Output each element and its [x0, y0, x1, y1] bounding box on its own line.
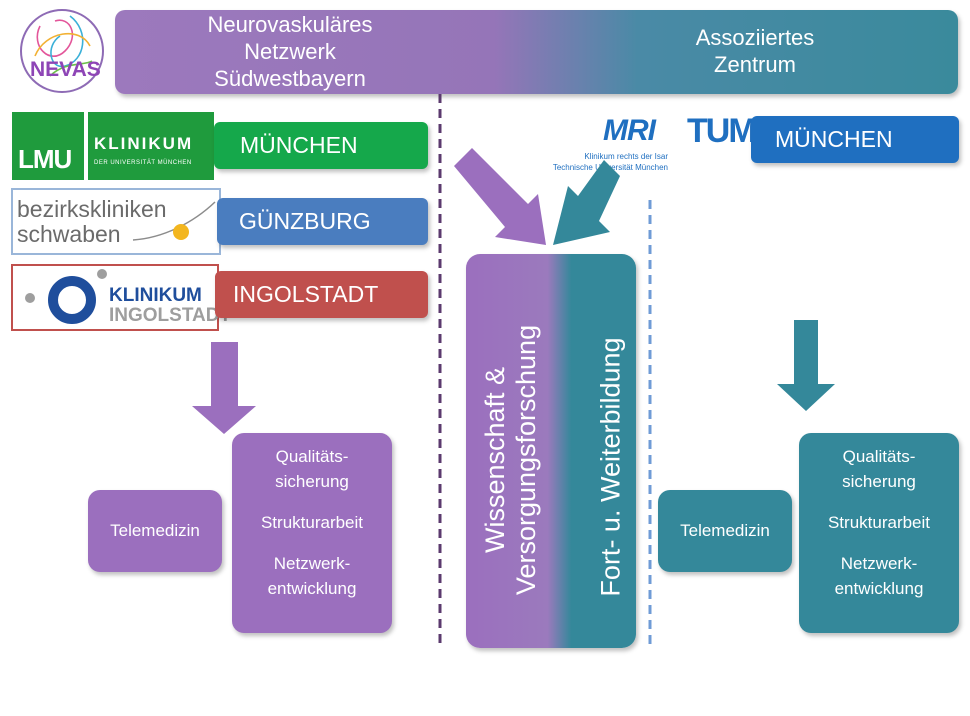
- bezirkskliniken-line2: schwaben: [17, 221, 121, 247]
- center-col1-line1: Wissenschaft &: [480, 366, 510, 554]
- arrow-left-down-icon: [192, 342, 256, 434]
- bezirkskliniken-logo: bezirkskliniken schwaben: [11, 188, 221, 255]
- city-bar-guenzburg: GÜNZBURG: [217, 198, 428, 245]
- city-label-guenzburg: GÜNZBURG: [239, 208, 371, 234]
- telemedizin-box-left: Telemedizin: [88, 490, 222, 572]
- city-label-muenchen: MÜNCHEN: [240, 132, 358, 158]
- ingolstadt-ring-icon: [25, 269, 107, 324]
- city-label-ingolstadt: INGOLSTADT: [233, 281, 379, 307]
- mri-logo-line1: Klinikum rechts der Isar: [584, 152, 668, 161]
- telemedizin-label-right: Telemedizin: [680, 521, 770, 540]
- lmu-logo-text: LMU: [18, 144, 72, 174]
- banner-left-line2: Netzwerk: [244, 39, 336, 64]
- banner-left-title: Neurovaskuläres Netzwerk Südwestbayern: [170, 11, 410, 92]
- city-label-muenchen-associated: MÜNCHEN: [775, 126, 893, 152]
- quality-box-right: Qualitäts- sicherung Strukturarbeit Netz…: [799, 433, 959, 633]
- nevas-logo: NEVAS: [10, 6, 112, 96]
- center-col1-text: Wissenschaft & Versorgungsforschung: [480, 325, 542, 595]
- structure-label-right: Strukturarbeit: [827, 513, 931, 532]
- banner-left-line1: Neurovaskuläres: [207, 12, 373, 37]
- telemedizin-label-left: Telemedizin: [110, 521, 200, 540]
- network-line2-left: entwicklung: [267, 579, 357, 598]
- arrow-diagonal-purple-icon: [454, 148, 546, 245]
- bezirkskliniken-line1: bezirkskliniken: [17, 196, 167, 222]
- tum-logo: TUM: [687, 112, 757, 150]
- nevas-logo-graphic: [20, 9, 104, 93]
- bezirkskliniken-swoosh-icon: [132, 201, 216, 241]
- network-line2-right: entwicklung: [834, 579, 924, 598]
- arrow-diagonal-teal-icon: [553, 160, 620, 245]
- banner-left-line3: Südwestbayern: [214, 66, 366, 91]
- banner-right-line2: Zentrum: [714, 52, 796, 77]
- city-bar-muenchen-associated: MÜNCHEN: [751, 116, 959, 163]
- city-bar-muenchen: MÜNCHEN: [214, 122, 428, 169]
- quality-line2-left: sicherung: [275, 472, 349, 491]
- quality-line1-right: Qualitäts-: [842, 447, 916, 466]
- structure-label-left: Strukturarbeit: [260, 513, 364, 532]
- city-bar-ingolstadt: INGOLSTADT: [215, 271, 428, 318]
- quality-box-left: Qualitäts- sicherung Strukturarbeit Netz…: [232, 433, 392, 633]
- nevas-logo-text: NEVAS: [30, 58, 101, 81]
- ingolstadt-logo-line2: INGOLSTADT: [109, 305, 232, 326]
- quality-line2-right: sicherung: [842, 472, 916, 491]
- lmu-logo: LMU: [12, 112, 84, 180]
- tum-logo-text: TUM: [687, 112, 757, 150]
- quality-line1-left: Qualitäts-: [275, 447, 349, 466]
- center-box: [466, 254, 636, 648]
- banner-right-title: Assoziiertes Zentrum: [640, 24, 870, 78]
- klinikum-lmu-name: KLINIKUM: [94, 134, 194, 153]
- center-col2-line: Fort- u. Weiterbildung: [595, 337, 626, 597]
- klinikum-ingolstadt-logo: KLINIKUM INGOLSTADT: [11, 264, 231, 331]
- header-banner: [115, 10, 958, 94]
- banner-right-line1: Assoziiertes: [695, 25, 815, 50]
- arrow-right-down-icon: [777, 320, 835, 411]
- center-col1-line2: Versorgungsforschung: [511, 324, 541, 596]
- network-line1-right: Netzwerk-: [840, 554, 918, 573]
- ingolstadt-logo-line1: KLINIKUM: [109, 285, 202, 306]
- network-line1-left: Netzwerk-: [273, 554, 351, 573]
- mri-logo-text: MRI: [603, 114, 656, 147]
- center-col2-text: Fort- u. Weiterbildung: [596, 337, 627, 596]
- telemedizin-box-right: Telemedizin: [658, 490, 792, 572]
- klinikum-lmu-sub: DER UNIVERSITÄT MÜNCHEN: [94, 160, 192, 166]
- klinikum-lmu-logo: KLINIKUM DER UNIVERSITÄT MÜNCHEN: [88, 112, 214, 180]
